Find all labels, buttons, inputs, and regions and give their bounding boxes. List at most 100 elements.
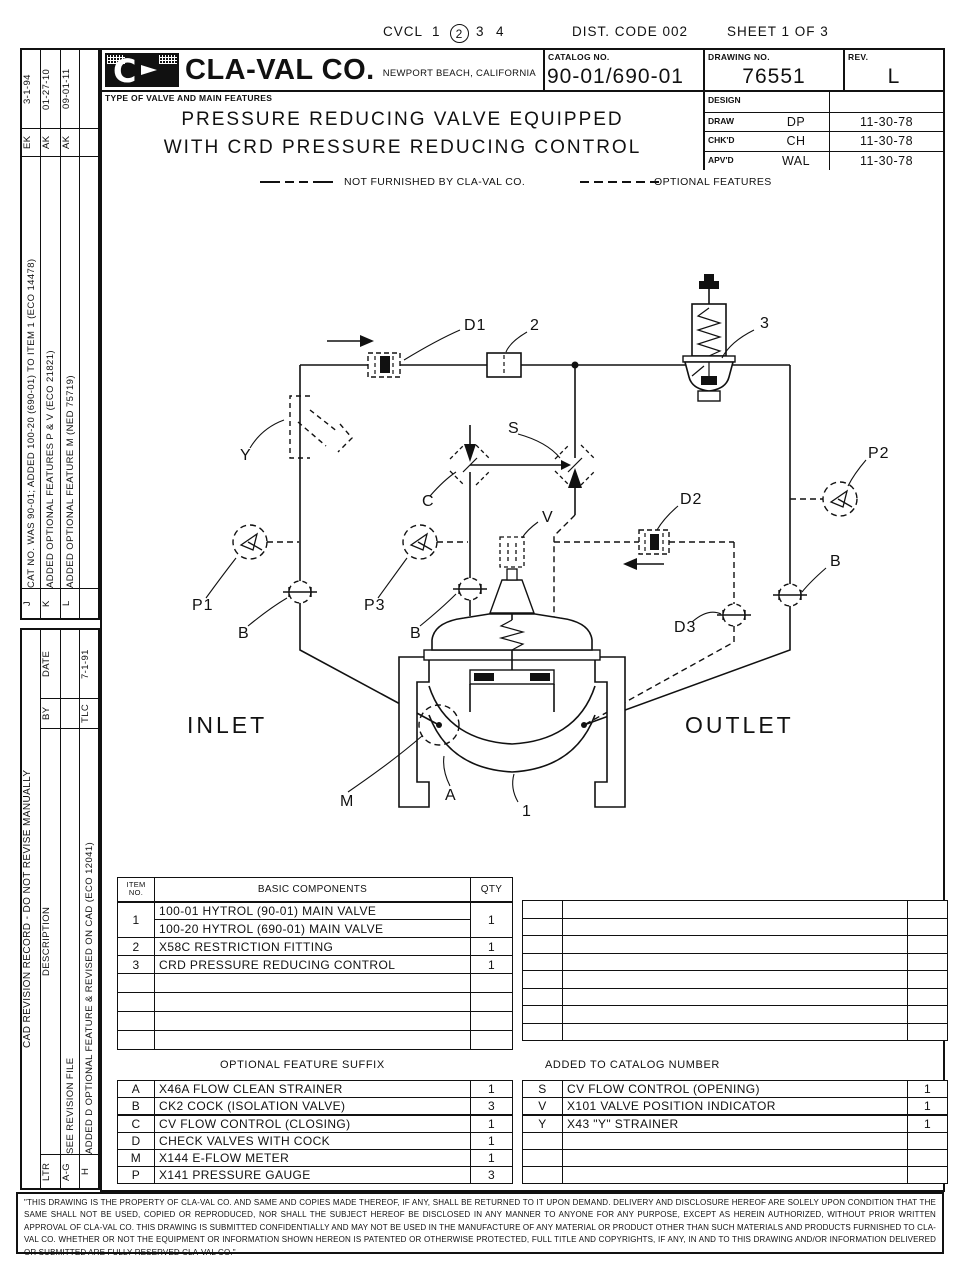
rev-date: 3-1-94 — [22, 74, 33, 104]
rev-by: EK — [22, 135, 33, 150]
not-furnished-label: NOT FURNISHED BY CLA-VAL CO. — [344, 176, 526, 188]
company-name: CLA-VAL CO. — [185, 53, 375, 86]
drawing-number: 76551 — [742, 65, 806, 88]
rev-description: SEE REVISION FILE — [64, 1057, 76, 1154]
legal-notice: "THIS DRAWING IS THE PROPERTY OF CLA-VAL… — [16, 1192, 944, 1257]
revision-row-j: 3-1-94 EK CAT NO. WAS 90-01; ADDED 100-2… — [22, 50, 41, 618]
flow-arrows — [327, 335, 664, 570]
sheet-header: CVCL 1 2 3 4 DIST. CODE 002 SHEET 1 OF 3 — [0, 24, 954, 44]
check-valve-d2-icon — [638, 529, 670, 555]
rev-date — [61, 630, 79, 698]
cock-b-left-icon — [283, 580, 317, 604]
cock-b-mid-icon — [453, 577, 487, 601]
rev-value: L — [887, 65, 901, 88]
cvcl-3: 3 — [476, 24, 485, 39]
company-location: NEWPORT BEACH, CALIFORNIA — [382, 67, 537, 79]
revision-header-column: DATE BY DESCRIPTION LTR — [40, 630, 60, 1188]
flow-meter-m-icon — [418, 704, 460, 746]
pressure-gauge-p1-icon — [232, 524, 268, 560]
spare-components-table — [522, 900, 948, 1041]
pressure-gauge-p2-icon — [822, 481, 858, 517]
y-strainer-icon — [289, 395, 353, 459]
cvcl-2-circled: 2 — [450, 24, 469, 43]
empty-row — [522, 1005, 948, 1024]
valve-title-box: TYPE OF VALVE AND MAIN FEATURES PRESSURE… — [102, 92, 703, 170]
rev-description: ADDED OPTIONAL FEATURES P & V (ECO 21821… — [45, 350, 57, 588]
revision-table-upper: 3-1-94 EK CAT NO. WAS 90-01; ADDED 100-2… — [20, 48, 100, 620]
empty-row — [522, 1148, 948, 1167]
dist-code: DIST. CODE 002 — [572, 24, 689, 39]
optional-features-label: OPTIONAL FEATURES — [654, 176, 772, 188]
empty-row — [117, 973, 513, 993]
rev-description: ADDED OPTIONAL FEATURE M (NED 75719) — [64, 375, 76, 588]
drawing-title-line1: PRESSURE REDUCING VALVE EQUIPPED — [181, 109, 624, 130]
rev-ltr: J — [22, 600, 33, 607]
callout-p3: P3 — [364, 597, 386, 614]
piping — [299, 364, 791, 726]
line-legend: NOT FURNISHED BY CLA-VAL CO. OPTIONAL FE… — [102, 176, 943, 192]
callout-a: A — [445, 787, 457, 804]
pipe-junction — [571, 361, 579, 369]
optional-feature-title-row: OPTIONAL FEATURE SUFFIX ADDED TO CATALOG… — [102, 1059, 943, 1077]
rev-ltr: H — [79, 1167, 91, 1176]
empty-row — [522, 917, 948, 936]
description-header: DESCRIPTION — [41, 906, 53, 977]
callout-p2: P2 — [868, 445, 890, 462]
cad-revision-note: CAD REVISION RECORD - DO NOT REVISE MANU… — [22, 769, 33, 1049]
cvcl-1: 1 — [432, 24, 441, 39]
inlet-port-dot — [436, 722, 442, 728]
cla-val-logo-icon: C — [105, 52, 179, 90]
restriction-fitting-icon — [486, 352, 522, 378]
rev-ltr: A-G — [60, 1162, 72, 1181]
rev-ltr: L — [60, 600, 72, 607]
flow-control-s-icon — [554, 444, 596, 486]
empty-row — [522, 935, 948, 954]
callout-b-mid: B — [410, 625, 422, 642]
catalog-number: 90-01/690-01 — [547, 65, 684, 88]
rev-by — [61, 699, 79, 728]
approval-row-design: DESIGN — [705, 92, 943, 112]
rev-date: 7-1-91 — [79, 649, 91, 679]
cock-d3-icon — [717, 603, 751, 627]
title-block-row2: TYPE OF VALVE AND MAIN FEATURES PRESSURE… — [102, 90, 943, 170]
approval-row-chkd: CHK'D CH 11-30-78 — [705, 131, 943, 151]
empty-row — [117, 1011, 513, 1031]
empty-row — [117, 1030, 513, 1050]
empty-row — [117, 992, 513, 1012]
callout-d2: D2 — [680, 491, 702, 508]
optional-features-table-right: S CV FLOW CONTROL (OPENING) 1 V X101 VAL… — [522, 1079, 948, 1185]
empty-row — [522, 987, 948, 1006]
empty-row — [522, 970, 948, 989]
cvcl-label: CVCL — [383, 24, 424, 39]
table-row: 1 100-01 HYTROL (90-01) MAIN VALVE 1 — [117, 901, 513, 938]
title-block-row1: C CLA-VAL CO. NEWPORT BEACH, CALIFORNIA … — [102, 50, 943, 90]
table-row: 2 X58C RESTRICTION FITTING 1 — [117, 937, 513, 956]
revision-row-l: 09-01-11 AK ADDED OPTIONAL FEATURE M (NE… — [59, 50, 79, 618]
empty-row — [522, 1022, 948, 1041]
callout-d1: D1 — [464, 317, 486, 334]
revision-row-h: 7-1-91 TLC ADDED D OPTIONAL FEATURE & RE… — [78, 630, 98, 1188]
optional-feature-suffix-title: OPTIONAL FEATURE SUFFIX — [220, 1059, 385, 1071]
revision-table-lower: CAD REVISION RECORD - DO NOT REVISE MANU… — [20, 628, 100, 1190]
table-row: Y X43 "Y" STRAINER 1 — [522, 1113, 948, 1133]
empty-row — [522, 952, 948, 971]
rev-ltr: K — [41, 600, 53, 607]
outlet-label: OUTLET — [685, 712, 794, 738]
table-row: A X46A FLOW CLEAN STRAINER 1 — [117, 1079, 513, 1099]
pressure-gauge-p3-icon — [402, 524, 438, 560]
sheet-number: SHEET 1 OF 3 — [727, 24, 829, 39]
table-row: M X144 E-FLOW METER 1 — [117, 1148, 513, 1167]
rev-by: TLC — [79, 703, 91, 724]
flow-control-c-icon — [449, 444, 491, 486]
drawing-label: DRAWING NO. — [708, 52, 770, 62]
not-furnished-line-sample — [260, 176, 333, 188]
rev-date: 09-01-11 — [60, 68, 72, 110]
callout-3: 3 — [760, 315, 770, 332]
rev-date: 01-27-10 — [41, 68, 53, 110]
company-block: C CLA-VAL CO. NEWPORT BEACH, CALIFORNIA — [102, 50, 543, 90]
table-row: D CHECK VALVES WITH COCK 1 — [117, 1131, 513, 1150]
rev-description: CAT NO. WAS 90-01; ADDED 100-20 (690-01)… — [26, 258, 37, 588]
